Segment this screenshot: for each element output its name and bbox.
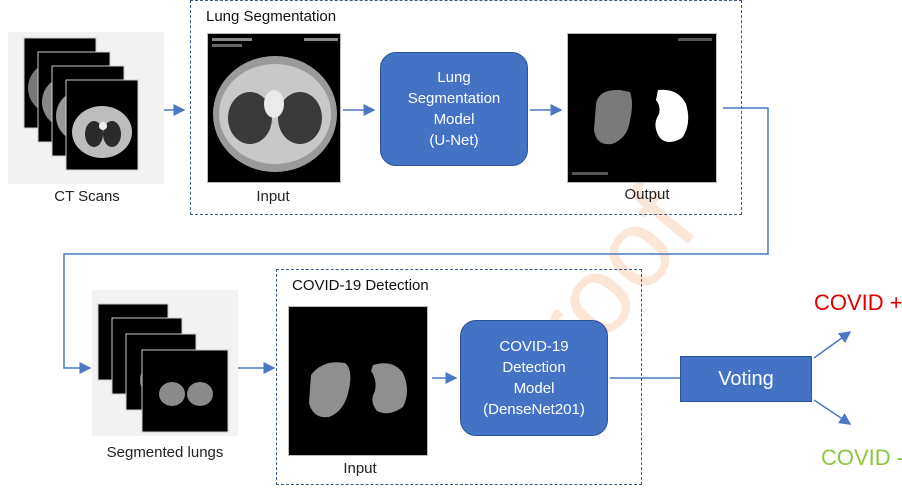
segmented-lungs-caption: Segmented lungs [106, 444, 224, 461]
covid-positive-label: COVID + [814, 290, 902, 315]
detection-box-title: COVID-19 Detection [292, 277, 429, 294]
covid-negative-label: COVID - [821, 445, 902, 470]
seg-output-caption: Output [624, 186, 670, 203]
det-input-caption: Input [343, 460, 377, 477]
lung-segmentation-model-box: Lung Segmentation Model (U-Net) [380, 52, 528, 166]
covid-detection-model-box: COVID-19 Detection Model (DenseNet201) [460, 320, 608, 436]
detection-box [276, 269, 642, 485]
segmentation-box-title: Lung Segmentation [206, 8, 337, 25]
det-input-image [288, 306, 428, 456]
seg-output-image [567, 33, 717, 183]
seg-input-caption: Input [256, 188, 290, 205]
arrow-voting-to-negative [813, 399, 852, 425]
segmented-lungs-image [97, 303, 229, 433]
ct-scans-stack [8, 32, 164, 184]
segmented-lungs-stack [92, 290, 238, 436]
arrow-output-to-segmented [63, 107, 769, 374]
ct-scans-caption: CT Scans [54, 188, 120, 205]
seg-input-image [207, 33, 341, 183]
ct-scans-image [23, 37, 139, 171]
arrow-voting-to-positive [813, 331, 852, 359]
voting-box: Voting [680, 356, 812, 402]
segmentation-box [190, 0, 742, 215]
